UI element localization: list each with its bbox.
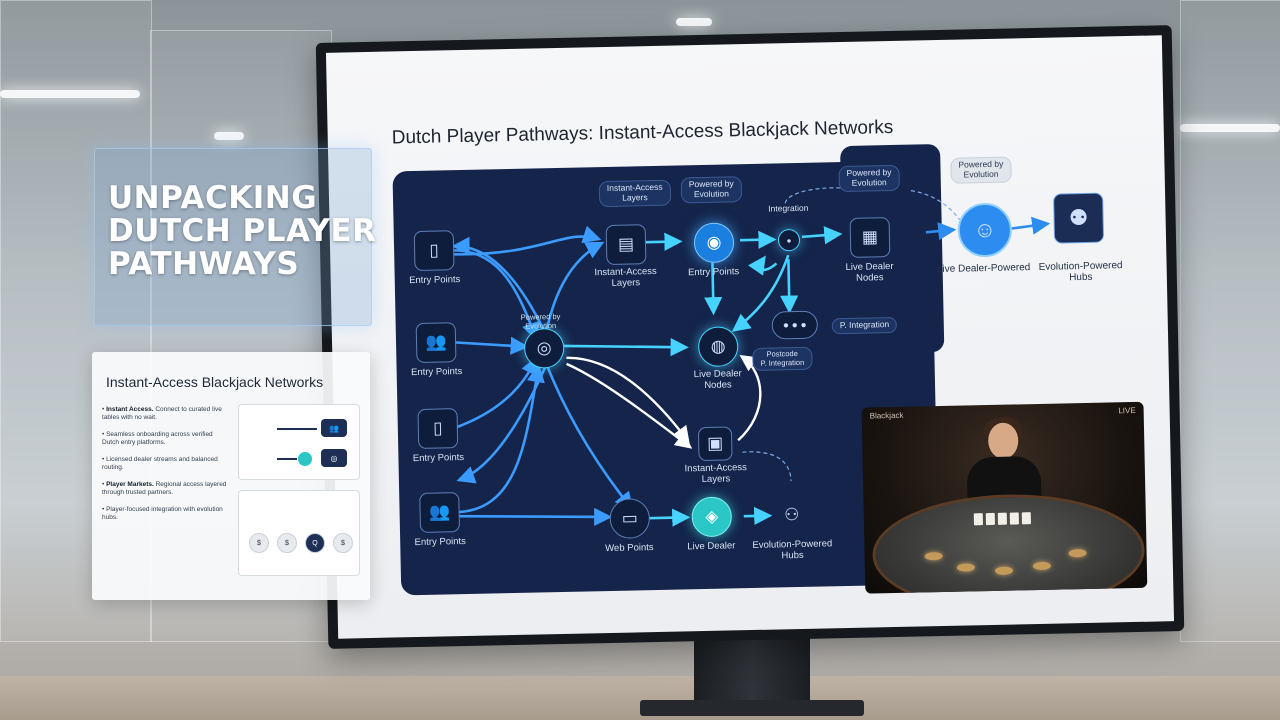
mini-connector	[277, 428, 317, 466]
instant-layers-badge-icon[interactable]: ▣	[697, 426, 733, 462]
ext-powered-by-evolution-pill: Powered by Evolution	[950, 156, 1012, 184]
overlay-heading: UNPACKING DUTCH PLAYER PATHWAYS	[108, 182, 377, 281]
arrow	[780, 259, 799, 314]
arrow	[450, 225, 602, 256]
arrow	[1011, 216, 1051, 235]
integration-label: Integration	[768, 202, 809, 214]
mini-node	[298, 452, 312, 466]
evolution-hubs-label: Evolution-Powered Hubs	[1038, 260, 1123, 284]
monitor: Dutch Player Pathways: Instant-Access Bl…	[315, 25, 1185, 649]
mini-users-icon: 👥	[321, 419, 347, 437]
arrow	[704, 262, 723, 316]
playing-card	[985, 512, 995, 526]
bullet-item: • Instant Access. Connect to curated liv…	[102, 406, 222, 421]
heading-line: DUTCH PLAYER	[108, 213, 377, 249]
arrow	[455, 363, 545, 514]
arrow	[566, 356, 690, 444]
blackjack-table	[871, 491, 1146, 594]
arrow	[451, 236, 548, 335]
web-points-label: Web Points	[605, 542, 654, 555]
live-dealer-video[interactable]: Blackjack LIVE	[861, 401, 1148, 594]
live-dealer-powered-label: Live Dealer-Powered	[936, 262, 1031, 276]
dashed-connector	[784, 187, 843, 204]
arrow	[455, 507, 613, 526]
evolution-hubs-low-label: Evolution-Powered Hubs	[752, 538, 833, 562]
bullet-item: • Seamless onboarding across verified Du…	[102, 431, 213, 446]
info-card: Instant-Access Blackjack Networks • Inst…	[92, 352, 370, 600]
bullet-item: • Player Markets. Regional access layere…	[102, 481, 227, 496]
mini-diagram-box: 👥 ◎	[238, 404, 360, 480]
playing-card	[1021, 512, 1031, 525]
arrow	[545, 363, 634, 511]
entry-phone-icon[interactable]: ▯	[413, 230, 455, 272]
entry-points-label-4: Entry Points	[414, 535, 466, 549]
dashed-connector	[742, 451, 792, 482]
video-hud-title: Blackjack	[869, 410, 904, 421]
dashed-connector	[910, 190, 961, 220]
instant-access-layers-label: Instant-Access Layers	[594, 265, 657, 289]
live-dealer-powered-user-icon[interactable]: ☺	[957, 202, 1013, 258]
ceiling-light	[0, 90, 140, 98]
arrow	[748, 255, 778, 276]
info-card-title: Instant-Access Blackjack Networks	[106, 374, 324, 390]
arrow	[739, 230, 777, 249]
info-card-bullets: • Instant Access. Connect to curated liv…	[102, 406, 228, 531]
live-dealer-nodes-mid-label: Live Dealer Nodes	[693, 368, 742, 391]
playing-card	[997, 512, 1007, 525]
arrow	[451, 336, 529, 355]
instant-access-layers-low-label: Instant-Access Layers	[684, 462, 748, 486]
ceiling-light	[676, 18, 712, 26]
ceiling-light	[1180, 124, 1280, 132]
background-window-right	[1180, 0, 1280, 642]
postcode-p-integration-pill: Postcode P. Integration	[752, 346, 813, 372]
entry-users-icon[interactable]: 👥	[415, 322, 457, 363]
entry-users-icon[interactable]: 👥	[419, 492, 461, 533]
postcode-group-icon[interactable]: ● ● ●	[771, 310, 819, 340]
diagram-panel: ▯ Entry Points 👥 Entry Points ▯ Entry Po…	[392, 160, 961, 596]
step-dot: $	[277, 533, 297, 553]
instant-access-pill: Instant-Access Layers	[598, 179, 671, 207]
arrow	[743, 506, 773, 526]
entry-points-label-3: Entry Points	[412, 452, 465, 465]
entry-points-mid-label: Entry Points	[687, 266, 740, 279]
entry-phone-icon[interactable]: ▯	[417, 408, 459, 449]
monitor-screen: Dutch Player Pathways: Instant-Access Bl…	[325, 35, 1175, 639]
overlay-heading-panel	[94, 148, 372, 326]
arrow	[564, 338, 689, 357]
arrow	[456, 363, 548, 484]
video-hud-live: LIVE	[1118, 405, 1136, 416]
arrow	[801, 226, 843, 245]
monitor-base	[640, 700, 864, 716]
evolution-hubs-icon[interactable]: ⚉	[1053, 192, 1105, 244]
playing-card	[973, 513, 983, 526]
arrow	[731, 254, 790, 332]
ceiling-light	[214, 132, 244, 140]
step-dot: Q	[305, 533, 325, 553]
screen-title: Dutch Player Pathways: Instant-Access Bl…	[391, 116, 894, 149]
arrow	[647, 508, 691, 527]
step-dot: $	[333, 533, 353, 553]
dealer-head	[987, 422, 1019, 460]
arrow	[566, 362, 693, 449]
playing-card	[1009, 512, 1019, 525]
step-dot: $	[249, 533, 269, 553]
heading-line: PATHWAYS	[108, 246, 300, 282]
entry-points-label-2: Entry Points	[410, 366, 463, 379]
bullet-item: • Licensed dealer streams and balanced r…	[102, 456, 218, 471]
arrow	[544, 241, 605, 335]
bullet-item: • Player-focused integration with evolut…	[102, 506, 223, 521]
entry-points-label-1: Entry Points	[409, 274, 461, 287]
powered-by-evolution-pill: Powered by Evolution	[838, 164, 900, 192]
instant-layers-document-icon[interactable]: ▤	[605, 224, 647, 265]
live-dealer-nodes-label: Live Dealer Nodes	[845, 260, 894, 284]
mini-steps-box: $ $ Q $	[238, 490, 360, 576]
powered-by-evolution-pill: Powered by Evolution	[680, 176, 743, 203]
heading-line: UNPACKING	[108, 180, 318, 216]
p-integration-pill: P. Integration	[831, 316, 898, 335]
live-dealer-tablet-icon[interactable]: ▦	[849, 217, 891, 258]
mini-target-icon: ◎	[321, 449, 347, 467]
live-dealer-label: Live Dealer	[687, 540, 736, 553]
